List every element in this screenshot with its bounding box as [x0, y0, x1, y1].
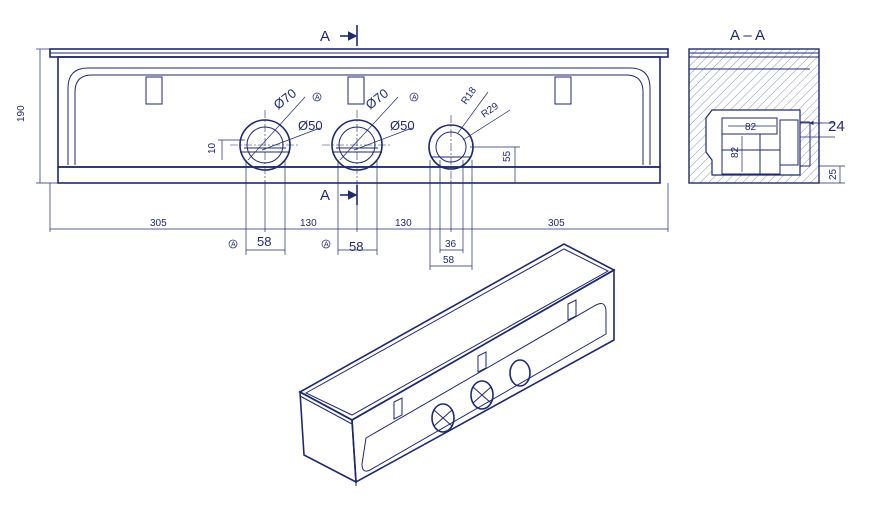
base-plinth — [57, 166, 661, 184]
slot-right — [554, 76, 572, 105]
marker-a-1: A — [315, 95, 320, 102]
sec-dim-82-h: 82 — [745, 122, 757, 133]
iso-end-face — [299, 390, 357, 484]
dim-10: 10 — [207, 142, 218, 154]
slot-middle — [347, 76, 365, 105]
dim-130-a: 130 — [300, 218, 317, 229]
section-title: A – A — [730, 27, 765, 44]
sec-dim-25: 25 — [828, 168, 839, 180]
marker-a-4: A — [324, 242, 329, 249]
marker-a-2: A — [412, 95, 417, 102]
iso-top-face — [298, 243, 616, 421]
dim-190: 190 — [16, 105, 27, 122]
dia70-label-b: Ø70 — [363, 85, 392, 112]
isometric-view — [298, 243, 616, 486]
dim-58-b: 58 — [349, 239, 363, 254]
dim-130-b: 130 — [395, 218, 412, 229]
dim-58-c: 58 — [443, 255, 455, 266]
slot-left — [145, 76, 163, 105]
sec-dim-24: 24 — [828, 118, 845, 135]
sec-dim-82-v: 82 — [730, 146, 741, 158]
marker-a-3: A — [231, 242, 236, 249]
dim-58-a: 58 — [257, 234, 271, 249]
front-view: A A Ø70 Ø50 Ø70 Ø50 R18 R29 A A A A 190 — [16, 25, 669, 270]
dia50-label-a: Ø50 — [298, 118, 323, 133]
dim-36: 36 — [445, 239, 457, 250]
inner-recess — [67, 67, 651, 165]
section-arrow-top: A — [320, 28, 330, 45]
section-arrow-bottom: A — [320, 187, 330, 204]
iso-front-face — [351, 268, 615, 484]
section-view: A – A 82 82 24 25 — [688, 27, 845, 184]
dim-305-right: 305 — [548, 218, 565, 229]
dim-55: 55 — [502, 150, 513, 162]
dia50-label-b: Ø50 — [390, 118, 415, 133]
dim-305-left: 305 — [150, 218, 167, 229]
body-outline — [57, 56, 661, 168]
centre-lines — [230, 110, 452, 180]
r18-label: R18 — [459, 85, 479, 107]
iso-recess — [361, 303, 607, 472]
